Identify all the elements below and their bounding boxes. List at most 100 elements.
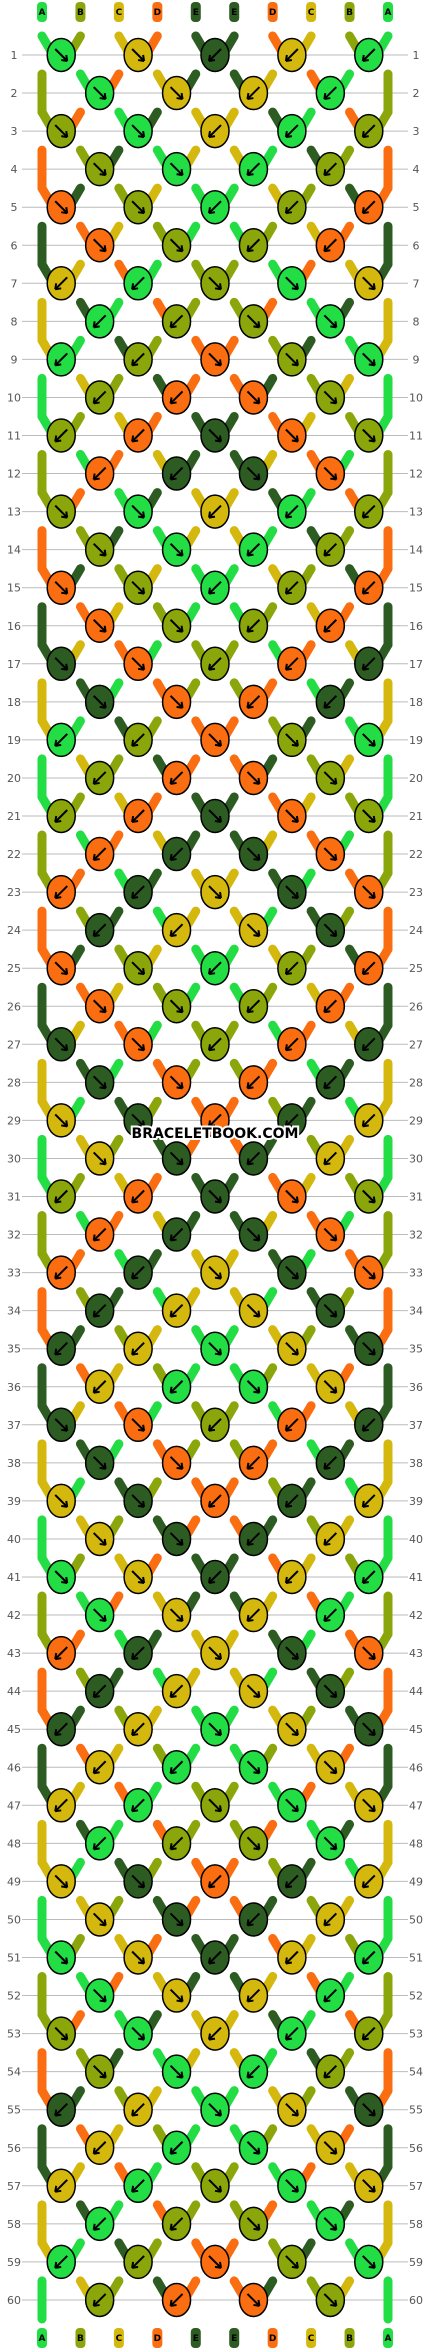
arrow-shaft	[362, 1494, 376, 1508]
row-number-right: 12	[409, 468, 423, 481]
arrow-head	[246, 2071, 254, 2079]
arrow-head	[291, 1272, 299, 1280]
arrow-shaft	[208, 657, 222, 671]
arrow-forward-icon	[208, 733, 222, 747]
arrow-shaft	[285, 961, 299, 975]
arrow-shaft	[92, 466, 107, 481]
arrow-head	[253, 1843, 261, 1851]
arrow-shaft	[92, 2293, 107, 2307]
arrow-shaft	[285, 2179, 299, 2193]
arrow-forward-icon	[323, 314, 338, 329]
row-number-right: 46	[409, 1761, 423, 1774]
row-number-right: 50	[409, 1913, 423, 1926]
arrow-shaft	[54, 1494, 68, 1508]
arrow-shaft	[285, 504, 299, 519]
row-number-left: 32	[7, 1229, 21, 1242]
arrow-backward-icon	[323, 1532, 338, 1546]
arrow-head	[330, 2299, 338, 2307]
row-number-left: 48	[7, 1837, 21, 1850]
arrow-forward-icon	[169, 1988, 184, 2003]
arrow-backward-icon	[92, 1303, 107, 1318]
arrow-shaft	[169, 542, 184, 557]
arrow-head	[131, 815, 139, 823]
arrow-head	[208, 1120, 216, 1128]
arrow-head	[368, 1196, 376, 1204]
arrow-shaft	[246, 1684, 261, 1698]
arrow-backward-icon	[131, 1722, 145, 1737]
arrow-shaft	[246, 999, 261, 1013]
arrow-forward-icon	[92, 1912, 107, 1927]
arrow-forward-icon	[169, 1532, 184, 1546]
arrow-backward-icon	[284, 580, 299, 595]
arrow-shaft	[92, 1684, 107, 1698]
arrow-head	[54, 1729, 62, 1737]
row-number-left: 37	[7, 1419, 21, 1432]
arrow-head	[323, 701, 331, 709]
arrow-backward-icon	[361, 1570, 376, 1584]
arrow-shaft	[54, 2102, 68, 2117]
arrow-shaft	[169, 238, 184, 252]
arrow-backward-icon	[54, 2179, 68, 2193]
arrow-head	[323, 625, 331, 633]
arrow-forward-icon	[246, 1760, 261, 1775]
row-number-right: 1	[413, 49, 420, 62]
arrow-backward-icon	[246, 1912, 261, 1927]
row-number-left: 35	[7, 1343, 21, 1356]
arrow-shaft	[131, 1798, 145, 1813]
arrow-head	[208, 587, 216, 595]
arrow-shaft	[131, 504, 145, 519]
arrow-head	[323, 2071, 331, 2079]
arrow-shaft	[323, 542, 338, 557]
arrow-head	[61, 968, 69, 976]
row-number-left: 51	[7, 1952, 21, 1965]
column-bottom-swatch	[344, 2328, 355, 2348]
arrow-shaft	[54, 1874, 68, 1889]
arrow-backward-icon	[131, 1265, 145, 1280]
arrow-backward-icon	[92, 314, 107, 329]
arrow-shaft	[169, 2064, 184, 2079]
arrow-forward-icon	[323, 1836, 338, 1851]
arrow-head	[323, 1995, 331, 2003]
arrow-shaft	[131, 1037, 145, 1052]
arrow-head	[99, 1919, 107, 1927]
row-number-right: 57	[409, 2180, 423, 2193]
row-number-left: 21	[7, 810, 21, 823]
arrow-shaft	[131, 1722, 145, 1736]
arrow-backward-icon	[92, 2141, 107, 2155]
arrow-head	[214, 359, 222, 367]
row-number-right: 13	[409, 506, 423, 519]
arrow-head	[208, 54, 216, 62]
row-number-left: 13	[7, 506, 21, 519]
arrow-shaft	[92, 1988, 107, 2003]
arrow-backward-icon	[208, 1874, 222, 1889]
row-number-left: 46	[7, 1761, 21, 1774]
arrow-head	[92, 1843, 100, 1851]
arrow-head	[368, 2185, 376, 2193]
arrow-head	[176, 1158, 184, 1166]
arrow-shaft	[323, 695, 338, 709]
row-number-right: 3	[413, 125, 420, 138]
arrow-shaft	[362, 580, 376, 595]
arrow-shaft	[246, 314, 261, 329]
row-number-left: 55	[7, 2104, 21, 2117]
arrow-shaft	[92, 86, 107, 100]
arrow-shaft	[169, 1227, 184, 1242]
arrow-shaft	[208, 1950, 222, 1965]
arrow-shaft	[285, 1341, 299, 1356]
arrow-shaft	[131, 48, 145, 62]
arrow-head	[291, 891, 299, 900]
arrow-backward-icon	[169, 1227, 184, 1242]
arrow-shaft	[208, 733, 222, 747]
arrow-head	[99, 1462, 107, 1470]
arrow-head	[137, 1957, 146, 1965]
row-number-right: 24	[409, 924, 423, 937]
arrow-backward-icon	[92, 1227, 107, 1242]
arrow-head	[330, 2223, 338, 2231]
arrow-shaft	[54, 504, 68, 519]
arrow-shaft	[323, 1760, 338, 1774]
arrow-forward-icon	[285, 276, 299, 291]
arrow-shaft	[54, 885, 68, 899]
arrow-shaft	[323, 314, 338, 329]
arrow-backward-icon	[361, 200, 376, 215]
